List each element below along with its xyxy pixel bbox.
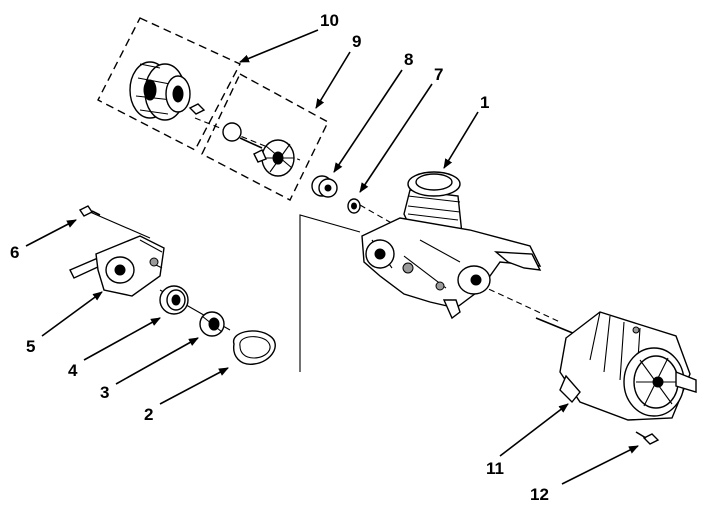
impeller-bushing (222, 122, 242, 142)
seal-clip (188, 103, 206, 115)
part-1-pump-housing (361, 171, 542, 320)
callout-7: 7 (434, 65, 443, 84)
callout-3: 3 (100, 383, 109, 402)
seal-ring (129, 61, 191, 121)
callout-8: 8 (404, 50, 413, 69)
part-6-screw (78, 205, 101, 217)
leader-5 (41, 291, 103, 337)
leader-6 (25, 219, 77, 247)
part-10-seal-kit (97, 17, 241, 151)
callout-6: 6 (10, 243, 19, 262)
callout-4: 4 (68, 361, 78, 380)
callout-9: 9 (352, 32, 361, 51)
leader-8 (333, 69, 403, 173)
part-12-screw (635, 431, 660, 445)
leader-3 (115, 337, 199, 385)
impeller (253, 139, 295, 177)
leader-4 (83, 317, 161, 361)
kit-9-outline (201, 73, 329, 201)
leader-10 (239, 29, 319, 63)
leader-12 (561, 445, 639, 485)
callout-labels: 10 9 8 7 1 6 5 4 3 2 11 12 (10, 11, 549, 504)
part-9-impeller-kit (201, 73, 329, 201)
part-2-gasket (233, 330, 276, 365)
leader-2 (159, 367, 229, 405)
callout-10: 10 (320, 11, 339, 30)
callout-1: 1 (480, 93, 489, 112)
callout-11: 11 (486, 459, 504, 478)
leader-11 (499, 403, 569, 457)
leader-lines (25, 29, 639, 485)
part-7-washer (347, 198, 361, 214)
part-8-spacer (311, 175, 338, 198)
callout-5: 5 (26, 337, 35, 356)
callout-12: 12 (530, 485, 549, 504)
callout-2: 2 (144, 405, 153, 424)
leader-7 (359, 83, 433, 193)
leader-9 (315, 51, 351, 109)
assembly-axis-line (194, 117, 561, 323)
leader-1 (443, 111, 479, 169)
part-3-grommet (199, 311, 225, 337)
part-5-valve-body (69, 235, 165, 297)
part-4-ring (159, 285, 189, 315)
part-11-motor (535, 311, 697, 421)
